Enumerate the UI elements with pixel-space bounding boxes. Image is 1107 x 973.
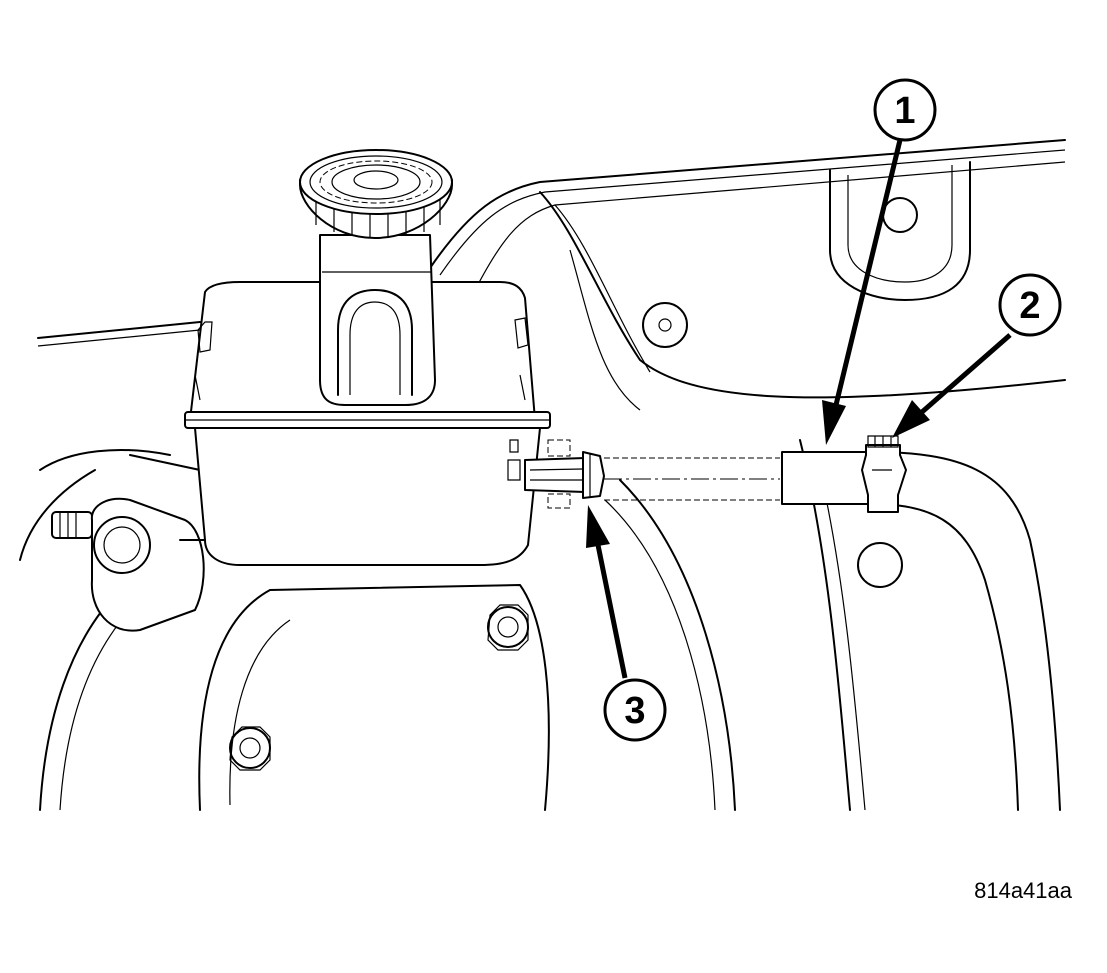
reservoir-outlet-nipple	[524, 439, 605, 509]
fluid-reservoir	[184, 149, 551, 566]
brake-booster	[19, 439, 866, 811]
arrowhead-1	[822, 400, 846, 445]
arrowhead-3	[586, 505, 610, 548]
hose-clamp	[861, 435, 907, 513]
figure-id: 814a41aa	[974, 878, 1073, 903]
arrowhead-2	[892, 400, 930, 438]
hose-removed-outline	[604, 457, 780, 501]
callout-3-number: 3	[624, 690, 645, 732]
hose-end	[781, 451, 1061, 811]
callout-2-number: 2	[1019, 285, 1040, 327]
firewall-panel	[37, 139, 1066, 588]
leader-arrows	[586, 139, 1012, 679]
master-cylinder-fitting	[51, 454, 211, 632]
callout-1-number: 1	[894, 90, 915, 132]
callout-1: 1	[873, 78, 937, 142]
callout-3: 3	[603, 678, 667, 742]
callout-2: 2	[998, 273, 1062, 337]
